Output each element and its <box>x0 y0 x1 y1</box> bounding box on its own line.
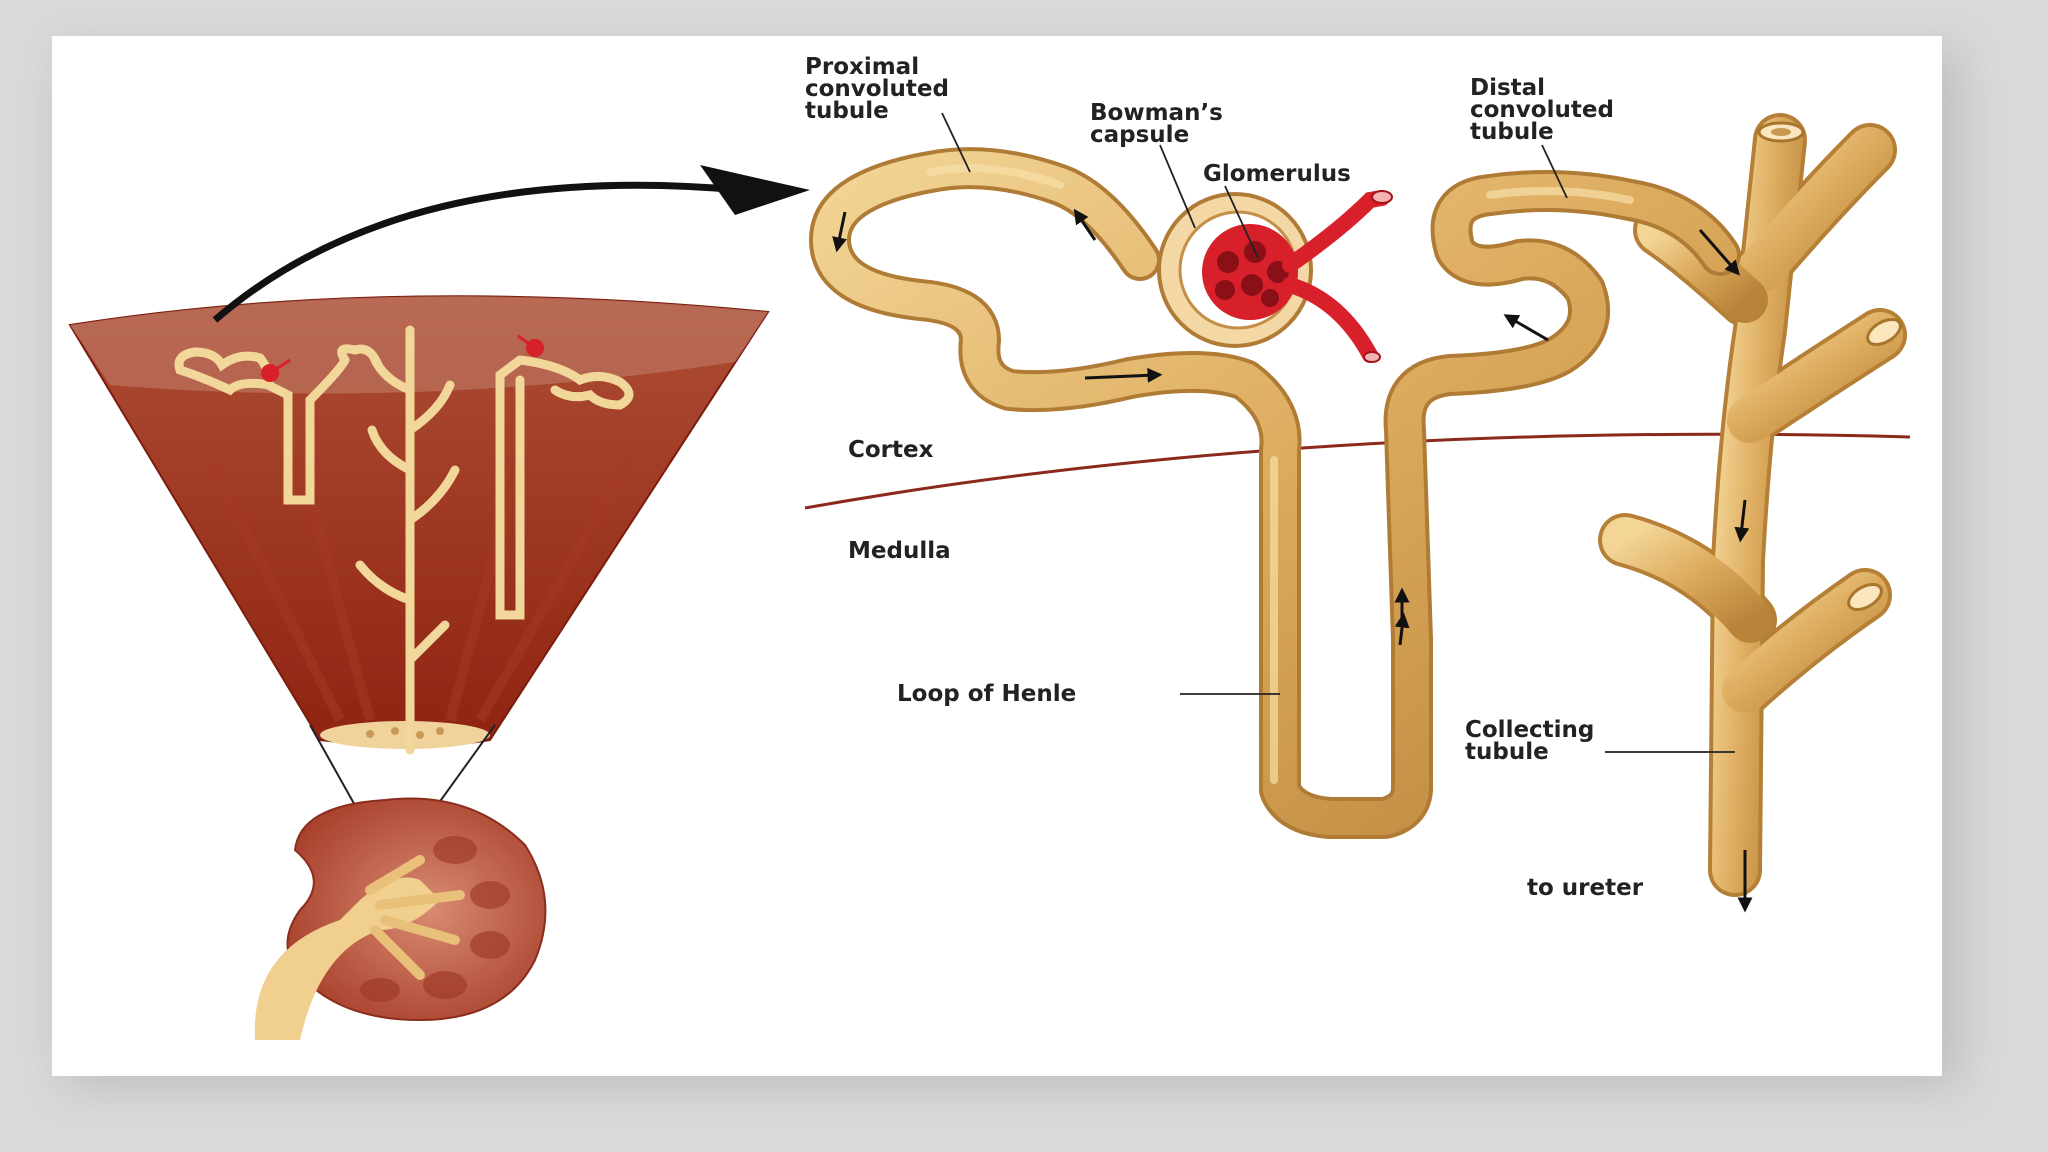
label-distal: Distal convoluted tubule <box>1470 75 1622 145</box>
label-bowmans-capsule: Bowman’s capsule <box>1090 100 1231 148</box>
leader-lines <box>941 112 1735 753</box>
renal-pyramid <box>68 295 770 755</box>
collecting-tubule <box>1598 113 1907 897</box>
zoom-arrow-head <box>700 165 810 215</box>
zoom-arrow-line <box>212 181 741 323</box>
kidney-illustration <box>254 797 547 1040</box>
label-proximal: Proximal convoluted tubule <box>805 54 957 124</box>
nephron-tubule <box>809 147 1741 839</box>
label-cortex: Cortex <box>848 437 934 463</box>
label-glomerulus: Glomerulus <box>1203 161 1351 187</box>
label-collecting-tubule: Collecting tubule <box>1465 717 1602 765</box>
label-to-ureter: to ureter <box>1527 875 1644 901</box>
label-medulla: Medulla <box>848 538 951 564</box>
label-loop-of-henle: Loop of Henle <box>897 681 1076 707</box>
flow-arrows <box>832 208 1753 913</box>
labels: Proximal convoluted tubule Bowman’s caps… <box>805 54 1644 901</box>
